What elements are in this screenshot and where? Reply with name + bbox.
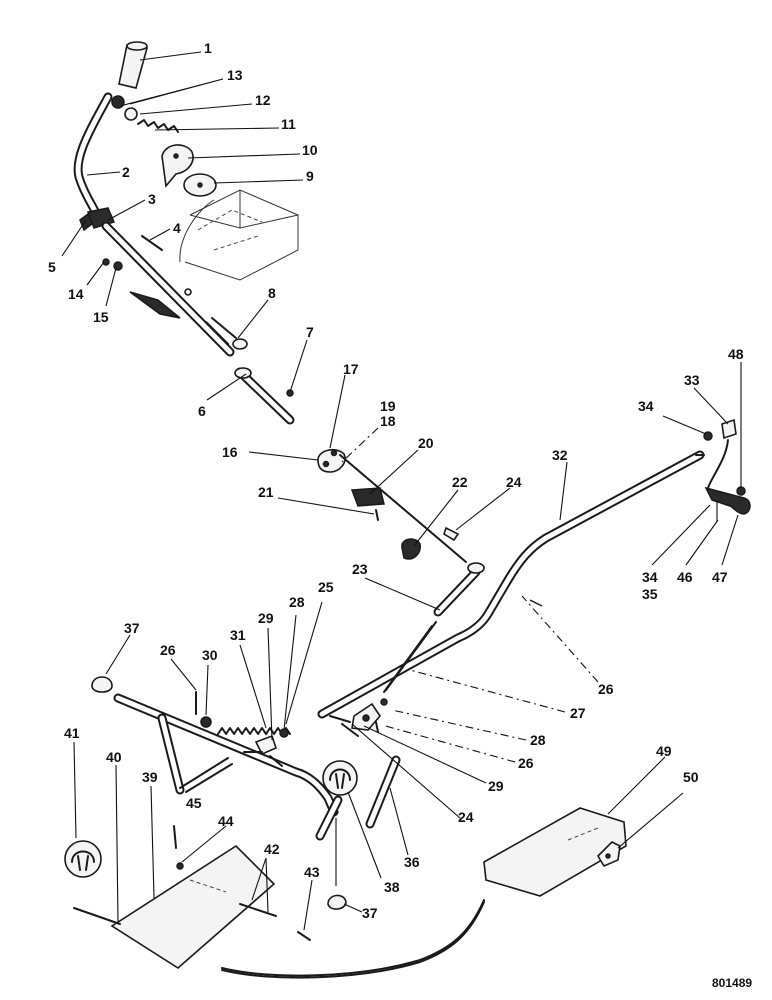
callout-32: 32 [552, 447, 568, 463]
callout-8: 8 [268, 285, 276, 301]
lever-knob-top [126, 41, 148, 51]
callout-46: 46 [677, 569, 693, 585]
pivot-nut [113, 261, 123, 271]
lever-spring [137, 119, 179, 133]
callout-1: 1 [204, 40, 212, 56]
gearbox-housing [184, 189, 299, 281]
callout-19: 19 [380, 398, 396, 414]
pin-42 [239, 903, 277, 917]
callout-5: 5 [48, 259, 56, 275]
callout-24-lower: 24 [458, 809, 474, 825]
callout-29-left: 29 [258, 610, 274, 626]
lever-washer [124, 107, 138, 121]
callout-10: 10 [302, 142, 318, 158]
callout-33: 33 [684, 372, 700, 388]
callout-49: 49 [656, 743, 672, 759]
callout-41: 41 [64, 725, 80, 741]
callout-11: 11 [281, 116, 296, 132]
callout-9: 9 [306, 168, 314, 184]
detail-circle-41 [64, 840, 102, 878]
callout-44: 44 [218, 813, 234, 829]
gear-lever-assembly [73, 41, 467, 563]
callout-17: 17 [343, 361, 359, 377]
callout-4: 4 [173, 220, 181, 236]
shaft-coupling [234, 367, 252, 379]
callout-21: 21 [258, 484, 274, 500]
callout-28-left: 28 [289, 594, 305, 610]
callout-25: 25 [318, 579, 334, 595]
callout-14: 14 [68, 286, 84, 302]
callout-43: 43 [304, 864, 320, 880]
callout-27: 27 [570, 705, 586, 721]
callout-15: 15 [93, 309, 109, 325]
callout-26-left: 26 [160, 642, 176, 658]
callout-45: 45 [186, 795, 202, 811]
detail-circle-38 [322, 760, 358, 796]
callout-31: 31 [230, 627, 246, 643]
lever-nut [111, 95, 125, 109]
callout-30: 30 [202, 647, 218, 663]
drawing-reference-number: 801489 [712, 976, 752, 990]
shaft-bolt [211, 317, 237, 339]
callout-47: 47 [712, 569, 728, 585]
callout-12: 12 [255, 92, 271, 108]
linkage-rod [339, 454, 467, 563]
callout-40: 40 [106, 749, 122, 765]
callout-23: 23 [352, 561, 368, 577]
clip-37-top [91, 676, 113, 693]
callout-37-top: 37 [124, 620, 140, 636]
floor-outline [221, 899, 485, 977]
callout-29-right: 29 [488, 778, 504, 794]
callout-26-center: 26 [518, 755, 534, 771]
center-linkage [329, 562, 543, 737]
pedal-pad-right [483, 807, 627, 897]
pedal-rod-left [73, 907, 121, 925]
return-spring [217, 727, 291, 735]
callout-36: 36 [404, 854, 420, 870]
callout-37-bottom: 37 [362, 905, 378, 921]
callout-20: 20 [418, 435, 434, 451]
callout-13: 13 [227, 67, 243, 83]
callout-7: 7 [306, 324, 314, 340]
callout-34-lower: 34 [642, 569, 658, 585]
callout-26-right: 26 [598, 681, 614, 697]
pivot-pin [141, 235, 163, 251]
selector-arm [704, 486, 751, 515]
callout-39: 39 [142, 769, 158, 785]
leader-lines [61, 51, 742, 931]
callout-16: 16 [222, 444, 238, 460]
callout-3: 3 [148, 191, 156, 207]
callout-35: 35 [642, 586, 658, 602]
callout-6: 6 [198, 403, 206, 419]
pedal-cross-bar [113, 693, 339, 817]
callout-labels: 1 13 12 11 10 9 2 3 4 5 14 15 8 7 6 17 1… [48, 40, 752, 990]
linkage-clamp [350, 487, 385, 507]
pedal-pad-left [110, 844, 276, 969]
callout-50: 50 [683, 769, 699, 785]
callout-2: 2 [122, 164, 130, 180]
callout-28-right: 28 [530, 732, 546, 748]
lever-knob [118, 44, 149, 89]
gate-plate [161, 144, 194, 188]
clip-37-bottom [327, 894, 347, 910]
callout-18: 18 [380, 413, 396, 429]
selector-knob [721, 418, 737, 440]
callout-42: 42 [264, 841, 280, 857]
callout-34-upper: 34 [638, 398, 654, 414]
callout-48: 48 [728, 346, 744, 362]
pedal-assembly [64, 676, 627, 979]
long-rod-assembly [317, 418, 751, 719]
clevis-29 [254, 734, 277, 756]
callout-38: 38 [384, 879, 400, 895]
washer-30 [200, 716, 212, 728]
callout-22: 22 [452, 474, 468, 490]
callout-24-upper: 24 [506, 474, 522, 490]
